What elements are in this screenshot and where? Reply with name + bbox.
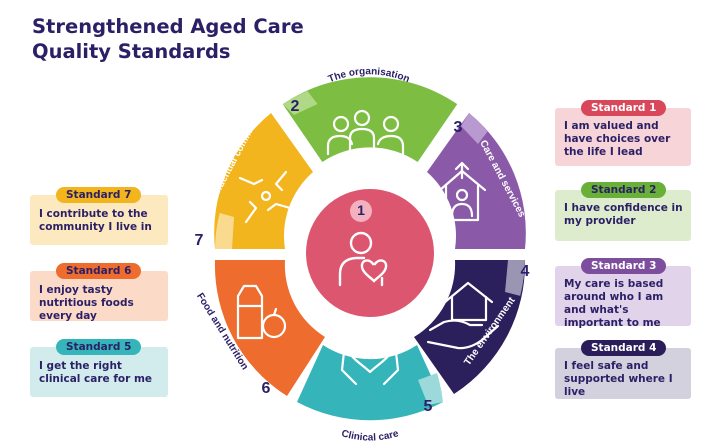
segment-organisation	[282, 77, 458, 162]
segment-number-3: 3	[454, 119, 463, 136]
standard-badge-5: Standard 5	[56, 339, 142, 355]
person-heart-icon	[338, 231, 388, 287]
segment-person: 1 The person	[300, 183, 440, 351]
standard-card-6: Standard 6 I enjoy tasty nutritious food…	[30, 263, 168, 322]
standard-card-5: Standard 5 I get the right clinical care…	[30, 339, 168, 397]
milk-apple-icon	[236, 284, 287, 340]
house-arrow-icon	[438, 161, 487, 222]
standard-badge-1: Standard 1	[581, 100, 667, 116]
people-group-icon	[326, 109, 405, 156]
standard-card-4: Standard 4 I feel safe and supported whe…	[555, 340, 691, 399]
standard-card-2: Standard 2 I have confidence in my provi…	[555, 182, 691, 241]
standard-text-3: My care is based around who I am and wha…	[564, 278, 664, 329]
title-line-1: Strengthened Aged Care	[32, 15, 304, 38]
segment-care-services	[427, 113, 526, 249]
segment-environment	[414, 260, 526, 394]
standard-badge-7: Standard 7	[56, 187, 142, 203]
standard-text-1: I am valued and have choices over the li…	[564, 120, 671, 158]
segment-label-clinical-care: Clinical care	[340, 428, 400, 443]
segment-clinical-care	[297, 345, 443, 421]
heart-hands-icon	[340, 336, 400, 386]
standard-badge-6: Standard 6	[56, 263, 142, 279]
standard-badge-4: Standard 4	[581, 340, 667, 356]
standard-text-4: I feel safe and supported where I live	[564, 360, 673, 398]
segment-number-5: 5	[424, 398, 433, 415]
segment-residential-community	[214, 113, 313, 249]
standard-text-7: I contribute to the community I live in	[39, 208, 152, 233]
standard-badge-3: Standard 3	[581, 258, 667, 274]
center-number: 1	[357, 202, 365, 218]
standard-text-5: I get the right clinical care for me	[39, 360, 153, 385]
page-title: Strengthened Aged Care Quality Standards	[32, 14, 332, 64]
segment-number-4: 4	[521, 263, 530, 280]
joined-hands-icon	[238, 170, 292, 224]
standard-text-2: I have confidence in my provider	[564, 202, 683, 227]
title-line-2: Quality Standards	[32, 40, 231, 63]
segment-number-7: 7	[195, 232, 204, 249]
standard-text-6: I enjoy tasty nutritious foods every day	[39, 284, 134, 322]
standard-badge-2: Standard 2	[581, 182, 667, 198]
segment-number-2: 2	[291, 98, 300, 115]
standard-card-3: Standard 3 My care is based around who I…	[555, 258, 691, 329]
segment-food-nutrition	[214, 260, 325, 396]
standard-card-7: Standard 7 I contribute to the community…	[30, 187, 168, 245]
standard-card-1: Standard 1 I am valued and have choices …	[555, 100, 691, 166]
segment-number-6: 6	[262, 380, 271, 397]
hand-house-icon	[426, 281, 500, 350]
